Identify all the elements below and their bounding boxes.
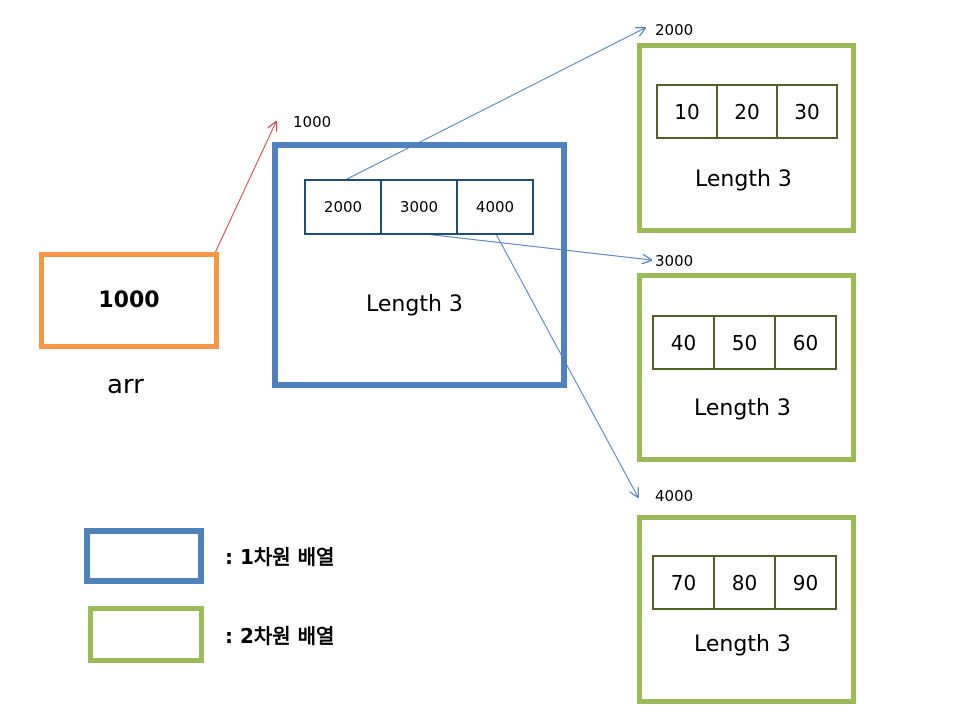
legend-2d-swatch xyxy=(88,606,204,663)
arrow-cell2-to-inner2 xyxy=(495,233,638,497)
outer-array-box xyxy=(272,142,567,388)
legend-1d-label: : 1차원 배열 xyxy=(225,545,335,569)
inner-array-0-cell-2: 30 xyxy=(776,84,838,139)
inner-array-2-cell-1: 80 xyxy=(713,555,776,610)
inner-array-0-address: 2000 xyxy=(655,21,694,39)
arrow-cell0-to-inner0 xyxy=(344,28,645,181)
inner-array-2-cell-0: 70 xyxy=(652,555,715,610)
outer-array-length: Length 3 xyxy=(366,292,463,317)
outer-array-address: 1000 xyxy=(293,113,332,131)
arr-label: arr xyxy=(107,370,144,400)
legend-2d-label: : 2차원 배열 xyxy=(225,624,335,648)
inner-array-1-cell-0: 40 xyxy=(652,315,715,370)
inner-array-2-length: Length 3 xyxy=(694,632,791,657)
inner-array-2-cell-2: 90 xyxy=(774,555,837,610)
inner-array-0-length: Length 3 xyxy=(695,167,792,192)
inner-array-0-cell-0: 10 xyxy=(656,84,718,139)
arr-box: 1000 xyxy=(39,252,219,349)
inner-array-1-box xyxy=(637,273,856,462)
arr-value: 1000 xyxy=(98,288,160,313)
outer-cell-0: 2000 xyxy=(304,179,382,235)
inner-array-2-address: 4000 xyxy=(655,487,694,505)
inner-array-2-box xyxy=(637,515,856,704)
inner-array-0-box xyxy=(637,43,856,233)
inner-array-1-length: Length 3 xyxy=(694,396,791,421)
inner-array-1-cell-1: 50 xyxy=(713,315,776,370)
outer-cell-2: 4000 xyxy=(456,179,534,235)
arrow-arr-to-outer xyxy=(214,122,276,254)
inner-array-1-cell-2: 60 xyxy=(774,315,837,370)
inner-array-0-cell-1: 20 xyxy=(716,84,778,139)
arrow-cell1-to-inner1 xyxy=(424,233,651,260)
outer-cell-1: 3000 xyxy=(380,179,458,235)
inner-array-1-address: 3000 xyxy=(655,252,694,270)
legend-1d-swatch xyxy=(84,528,204,584)
